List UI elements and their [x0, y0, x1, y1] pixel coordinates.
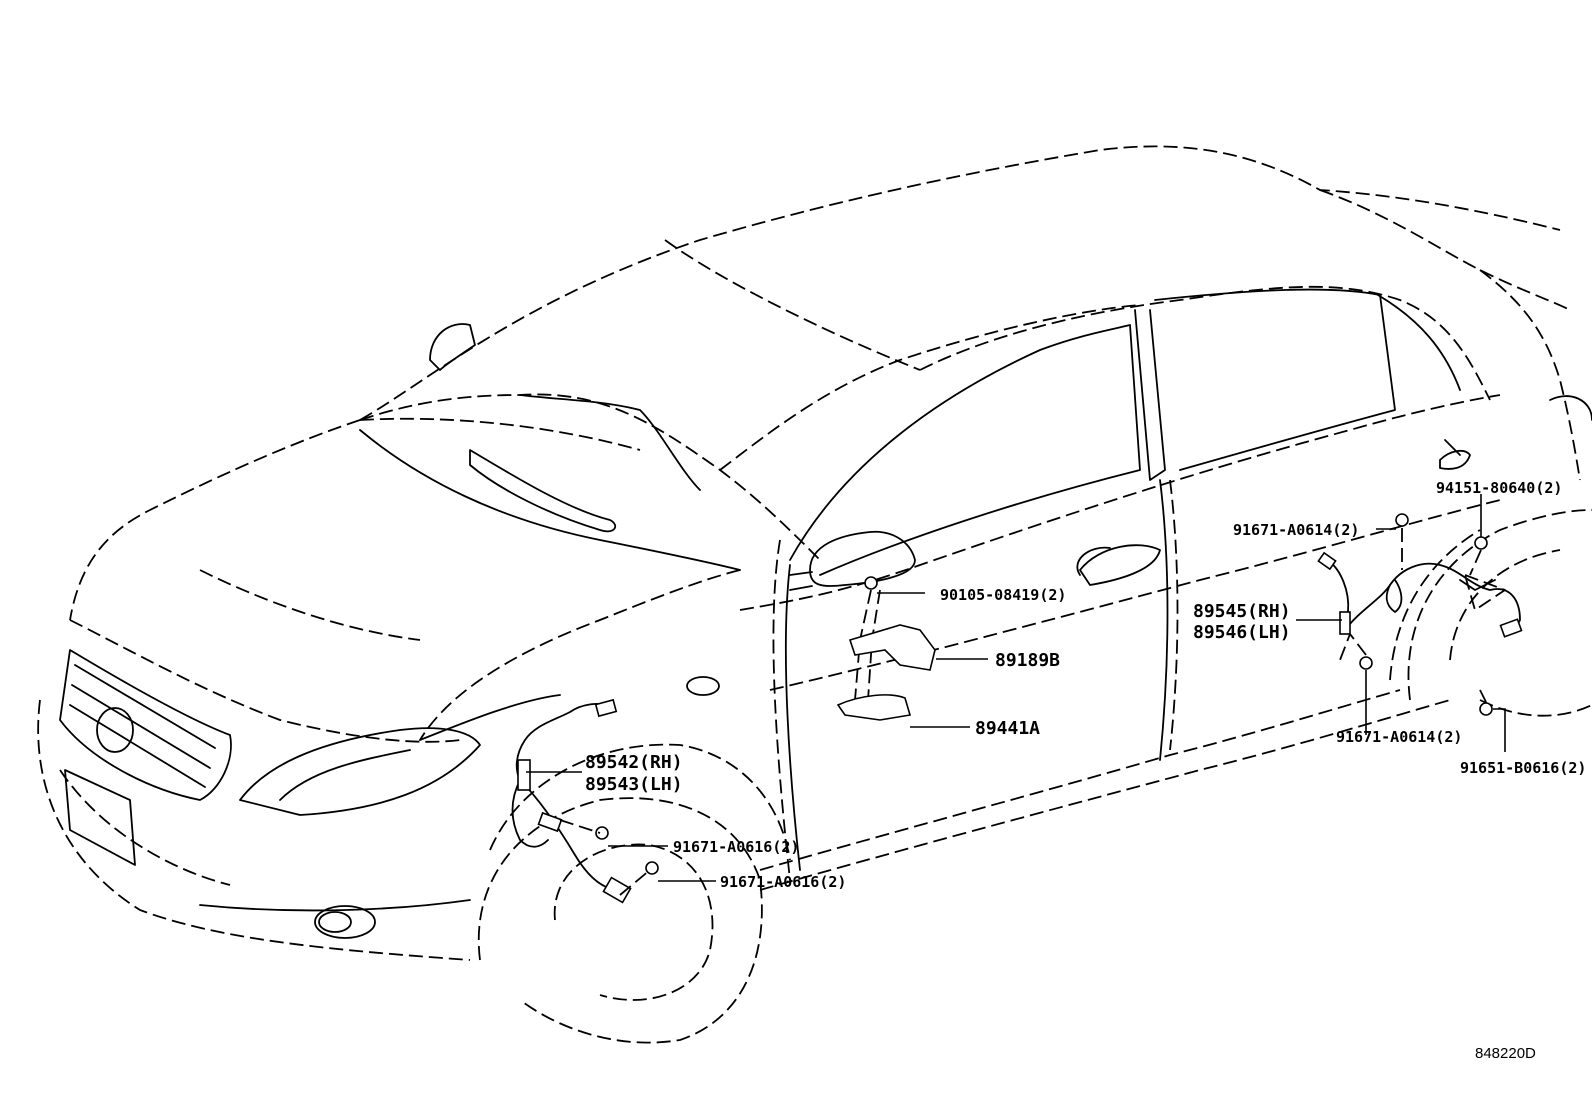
rear-speed-sensor-harness	[1317, 513, 1523, 716]
label-91671-a0614-lower: 91671-A0614(2)	[1336, 728, 1462, 746]
front-speed-sensor-harness	[511, 698, 659, 904]
label-89546-lh: 89546(LH)	[1193, 622, 1291, 643]
leader-lines	[526, 494, 1506, 882]
label-90105-08419: 90105-08419(2)	[940, 586, 1066, 604]
label-91651-b0616: 91651-B0616(2)	[1460, 759, 1586, 777]
label-94151-80640: 94151-80640(2)	[1436, 479, 1562, 497]
label-89189b: 89189B	[995, 650, 1060, 671]
illustration-code: 848220D	[1475, 1045, 1536, 1062]
label-91671-a0614-upper: 91671-A0614(2)	[1233, 521, 1359, 539]
car-body-outline	[37, 145, 1592, 1044]
label-89545-rh: 89545(RH)	[1193, 601, 1291, 622]
label-91671-a0616-lower: 91671-A0616(2)	[720, 873, 846, 891]
label-89543-lh: 89543(LH)	[585, 774, 683, 795]
part-labels: 94151-80640(2) 91671-A0614(2) 89545(RH) …	[585, 479, 1586, 1062]
label-91671-a0616-upper: 91671-A0616(2)	[673, 838, 799, 856]
center-bracket-assembly	[836, 576, 936, 721]
label-89542-rh: 89542(RH)	[585, 752, 683, 773]
label-89441a: 89441A	[975, 718, 1040, 739]
